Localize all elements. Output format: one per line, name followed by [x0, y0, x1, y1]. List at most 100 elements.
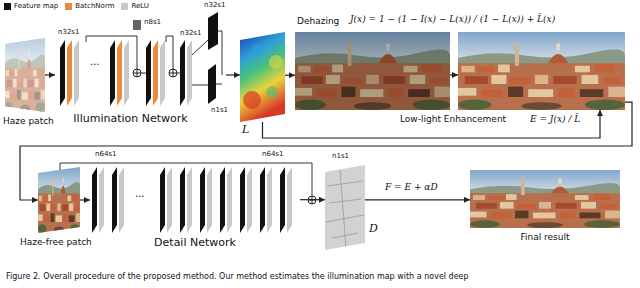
connector: [300, 199, 325, 200]
node-label: Final result: [470, 232, 620, 242]
text-holder: Low-light Enhancement: [400, 114, 506, 124]
text-holder: Final result: [470, 232, 620, 242]
feature-map-layer: [160, 167, 165, 233]
caption: Figure 2. Overall procedure of the propo…: [6, 272, 469, 281]
node-label: Illumination Network: [45, 113, 216, 126]
feature-map-layer: [110, 40, 115, 106]
node-label: D: [369, 223, 378, 236]
illumination-map: [240, 32, 285, 122]
detail-ground: [325, 165, 365, 250]
relu-layer: [227, 167, 232, 233]
network-block: Illumination Network: [55, 10, 226, 110]
feature-map-layer: [112, 167, 117, 233]
sum-symbol: [133, 69, 141, 77]
batchnorm-layer: [67, 40, 72, 106]
legend-item: ReLU: [121, 2, 149, 10]
label-holder: n64s1: [95, 150, 116, 158]
node-label: L: [242, 124, 249, 137]
label-holder: J(x) = 1 − (1 − I(x) − L(x)) / (1 − L(x)…: [350, 14, 555, 24]
detail-texture: [326, 170, 364, 248]
photo: [5, 38, 45, 112]
dehazed-photo: [295, 32, 450, 110]
label-holder: n32s1: [58, 28, 79, 36]
legend-item: BatchNorm: [65, 2, 114, 10]
dark-overlay: [295, 32, 450, 110]
layer-spec: n64s1: [262, 150, 283, 158]
text-holder: D: [369, 223, 378, 236]
relu-layer: [167, 167, 172, 233]
relu-layer: [99, 167, 104, 233]
formula: E = J(x) / L̄: [530, 114, 580, 124]
connector: [80, 199, 90, 200]
connector: [263, 110, 601, 138]
relu-layer: [187, 40, 192, 106]
node-label: Low-light Enhancement: [400, 114, 506, 124]
skip-wire: [60, 163, 312, 196]
node-label: Haze patch: [3, 116, 54, 126]
skip-wire: [166, 36, 173, 69]
feature-map-layer: [146, 40, 151, 106]
feature-map-layer: [200, 167, 205, 233]
feature-map-layer: [220, 167, 225, 233]
feature-map-layer: [180, 167, 185, 233]
feature-map-layer: [240, 167, 245, 233]
batchnorm-layer: [153, 40, 158, 106]
feature-map-layer: [180, 40, 185, 106]
ellipsis: ...: [135, 188, 145, 200]
illumination-layers: [60, 12, 222, 106]
text-holder: Haze patch: [3, 116, 54, 126]
connector: [226, 74, 240, 75]
connector: [450, 74, 458, 75]
detail-layers: [60, 163, 316, 233]
heat-spot: [269, 55, 283, 69]
image-node: Final result: [470, 170, 620, 228]
connector: [45, 74, 55, 75]
feature-map-layer: [60, 40, 65, 106]
legend-swatch: [121, 3, 128, 10]
relu-layer: [247, 167, 252, 233]
layer-spec: n32s1: [180, 29, 201, 37]
connector: [20, 102, 632, 200]
layer-spec: n32s1: [58, 28, 79, 36]
legend-swatch: [4, 3, 11, 10]
relu-layer: [74, 40, 79, 106]
enhanced-photo: [458, 32, 625, 110]
heat-spot: [243, 91, 261, 109]
feature-map-layer: [260, 167, 265, 233]
label-holder: n8s1: [144, 18, 161, 26]
photo: [38, 167, 80, 233]
label-holder: F = E + αD: [385, 182, 438, 192]
label-holder: n1s1: [211, 106, 228, 114]
skip-wire: [86, 36, 137, 69]
image-node: Dehazing: [295, 32, 450, 110]
image-node: Haze patch: [5, 38, 45, 112]
feature-map-layer: [208, 64, 216, 104]
connector: [285, 75, 295, 76]
text-holder: L: [242, 124, 249, 137]
relu-layer: [187, 167, 192, 233]
relu-layer: [207, 167, 212, 233]
relu-layer: [124, 40, 129, 106]
feature-map-layer: [208, 12, 218, 50]
text-holder: Haze-free patch: [20, 237, 92, 247]
final-photo: [470, 170, 620, 228]
label-holder: E = J(x) / L̄: [530, 114, 580, 124]
map-node: D: [325, 165, 365, 250]
feature-map-layer: [92, 167, 97, 233]
ellipsis: ...: [90, 56, 100, 68]
node-label: Detail Network: [90, 237, 300, 250]
map-node: L: [240, 32, 285, 122]
layer-spec: n1s1: [211, 106, 228, 114]
label-holder: ...: [90, 56, 100, 68]
image-node: Haze-free patch: [38, 167, 80, 233]
haze-patch-image: [5, 38, 45, 112]
text-holder: Detail Network: [90, 237, 300, 250]
legend-text: BatchNorm: [75, 2, 114, 10]
label-holder: ...: [135, 188, 145, 200]
feature-map-layer: [280, 167, 285, 233]
relu-layer: [287, 167, 292, 233]
text-holder: Dehazing: [297, 16, 339, 26]
legend-text: ReLU: [131, 2, 149, 10]
